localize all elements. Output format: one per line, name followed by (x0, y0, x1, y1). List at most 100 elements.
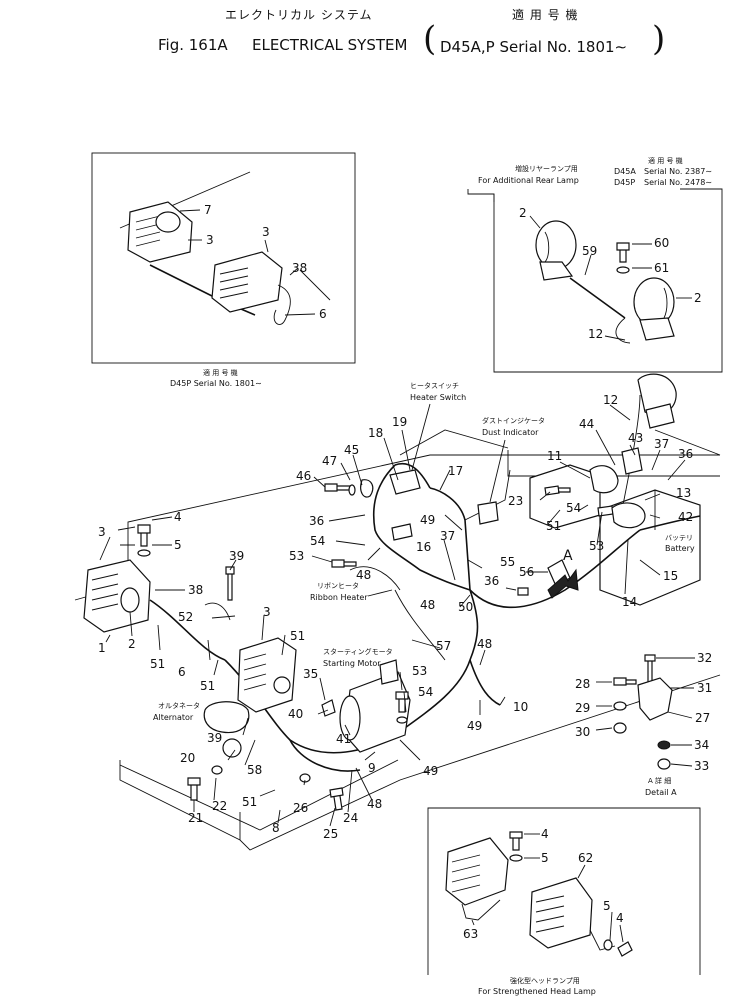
heater-switch-label: Heater Switch (410, 393, 466, 402)
callout-37: 37 (440, 529, 455, 543)
callout-49: 49 (420, 513, 435, 527)
alternator-label: Alternator (153, 713, 194, 722)
callout-8: 8 (272, 821, 280, 835)
callout-58: 58 (247, 763, 262, 777)
component-labels: ヒータスイッチ Heater Switch ダストインジケータ Dust Ind… (153, 381, 695, 797)
callout-52: 52 (178, 610, 193, 624)
callout-17: 17 (448, 464, 463, 478)
dust-indicator-label-japanese: ダストインジケータ (482, 416, 545, 425)
heater-switch (389, 469, 421, 495)
callout-27: 27 (695, 711, 710, 725)
callout-39: 39 (229, 549, 244, 563)
bolt-21 (187, 777, 201, 801)
applicable-japanese: 適 用 号 機 (648, 156, 683, 165)
serial-d45p: Serial No. 2478∼ (644, 178, 712, 187)
callout-50: 50 (458, 600, 473, 614)
callout-5: 5 (541, 851, 549, 865)
callout-55: 55 (500, 555, 515, 569)
bolt-60 (616, 242, 630, 263)
callout-51: 51 (242, 795, 257, 809)
callout-25: 25 (323, 827, 338, 841)
inset-frame (467, 188, 723, 373)
callout-38: 38 (188, 583, 203, 597)
callout-38: 38 (292, 261, 307, 275)
callout-2: 2 (128, 637, 136, 651)
detail-a-marker: A (563, 548, 573, 564)
alternator-pulley (222, 738, 242, 758)
bolt-39 (225, 566, 235, 601)
starting-motor-label: Starting Motor (323, 659, 381, 668)
callout-12: 12 (603, 393, 618, 407)
rear-lamp-heading-japanese: 増設リヤーランプ用 (515, 164, 578, 173)
callout-61: 61 (654, 261, 669, 275)
battery-label: Battery (665, 544, 695, 553)
callout-18: 18 (368, 426, 383, 440)
head-lamp-right (211, 251, 283, 313)
inset-frame (91, 152, 356, 364)
callout-48: 48 (477, 637, 492, 651)
callout-3: 3 (206, 233, 214, 247)
callout-53: 53 (289, 549, 304, 563)
callout-7: 7 (204, 203, 212, 217)
callout-59: 59 (582, 244, 597, 258)
callout-16: 16 (416, 540, 431, 554)
headlamp-62 (529, 877, 593, 949)
callout-36: 36 (309, 514, 324, 528)
callout-45: 45 (344, 443, 359, 457)
callout-62: 62 (578, 851, 593, 865)
inset-caption-japanese: 適 用 号 機 (203, 368, 238, 377)
mount-bracket (637, 677, 673, 721)
callout-48: 48 (356, 568, 371, 582)
callout-41: 41 (336, 732, 351, 746)
callout-37: 37 (654, 437, 669, 451)
figure-number: Fig. 161A (158, 36, 228, 54)
callout-47: 47 (322, 454, 337, 468)
callout-15: 15 (663, 569, 678, 583)
inset-d45p-headlamps: 7 3 3 38 6 適 用 号 機 D45P Serial No. 1801∼ (91, 152, 356, 388)
alternator (203, 701, 250, 734)
callout-48: 48 (367, 797, 382, 811)
center-components (187, 566, 411, 811)
callout-28: 28 (575, 677, 590, 691)
serial-d45a: Serial No. 2387∼ (644, 167, 712, 176)
model-d45p: D45P (614, 178, 635, 187)
arrow-detail-a (547, 568, 579, 599)
callout-31: 31 (697, 681, 712, 695)
battery-box (529, 464, 601, 529)
callout-43: 43 (628, 431, 643, 445)
callout-33: 33 (694, 759, 709, 773)
callout-3: 3 (263, 605, 271, 619)
bolt-23 (544, 485, 571, 496)
callout-51: 51 (150, 657, 165, 671)
dust-indicator (477, 501, 499, 525)
callout-48: 48 (420, 598, 435, 612)
bolt-46 (324, 483, 351, 492)
callout-34: 34 (694, 738, 709, 752)
callout-39: 39 (207, 731, 222, 745)
callout-24: 24 (343, 811, 358, 825)
callout-4: 4 (174, 510, 182, 524)
callout-63: 63 (463, 927, 478, 941)
callout-40: 40 (288, 707, 303, 721)
applicable-japanese: 適 用 号 機 (512, 8, 579, 22)
callout-6: 6 (319, 307, 327, 321)
dust-indicator-label: Dust Indicator (482, 428, 539, 437)
callout-36: 36 (678, 447, 693, 461)
callout-14: 14 (622, 595, 637, 609)
callout-9: 9 (368, 761, 376, 775)
callout-23: 23 (508, 494, 523, 508)
callout-51: 51 (200, 679, 215, 693)
inset-strengthened-headlamp: 4 5 62 5 4 63 強化型ヘッドランプ用 For Strengthene… (427, 807, 701, 996)
model-d45a: D45A (614, 167, 636, 176)
callout-60: 60 (654, 236, 669, 250)
close-paren: ) (652, 19, 666, 59)
callout-19: 19 (392, 415, 407, 429)
callout-35: 35 (303, 667, 318, 681)
callout-49: 49 (423, 764, 438, 778)
upper-components (324, 373, 677, 599)
rear-work-lamp (237, 637, 297, 713)
main-callouts: 12 44 43 37 36 11 23 13 42 51 54 53 14 1… (98, 393, 712, 841)
front-headlamp (83, 559, 151, 633)
callout-53: 53 (589, 539, 604, 553)
